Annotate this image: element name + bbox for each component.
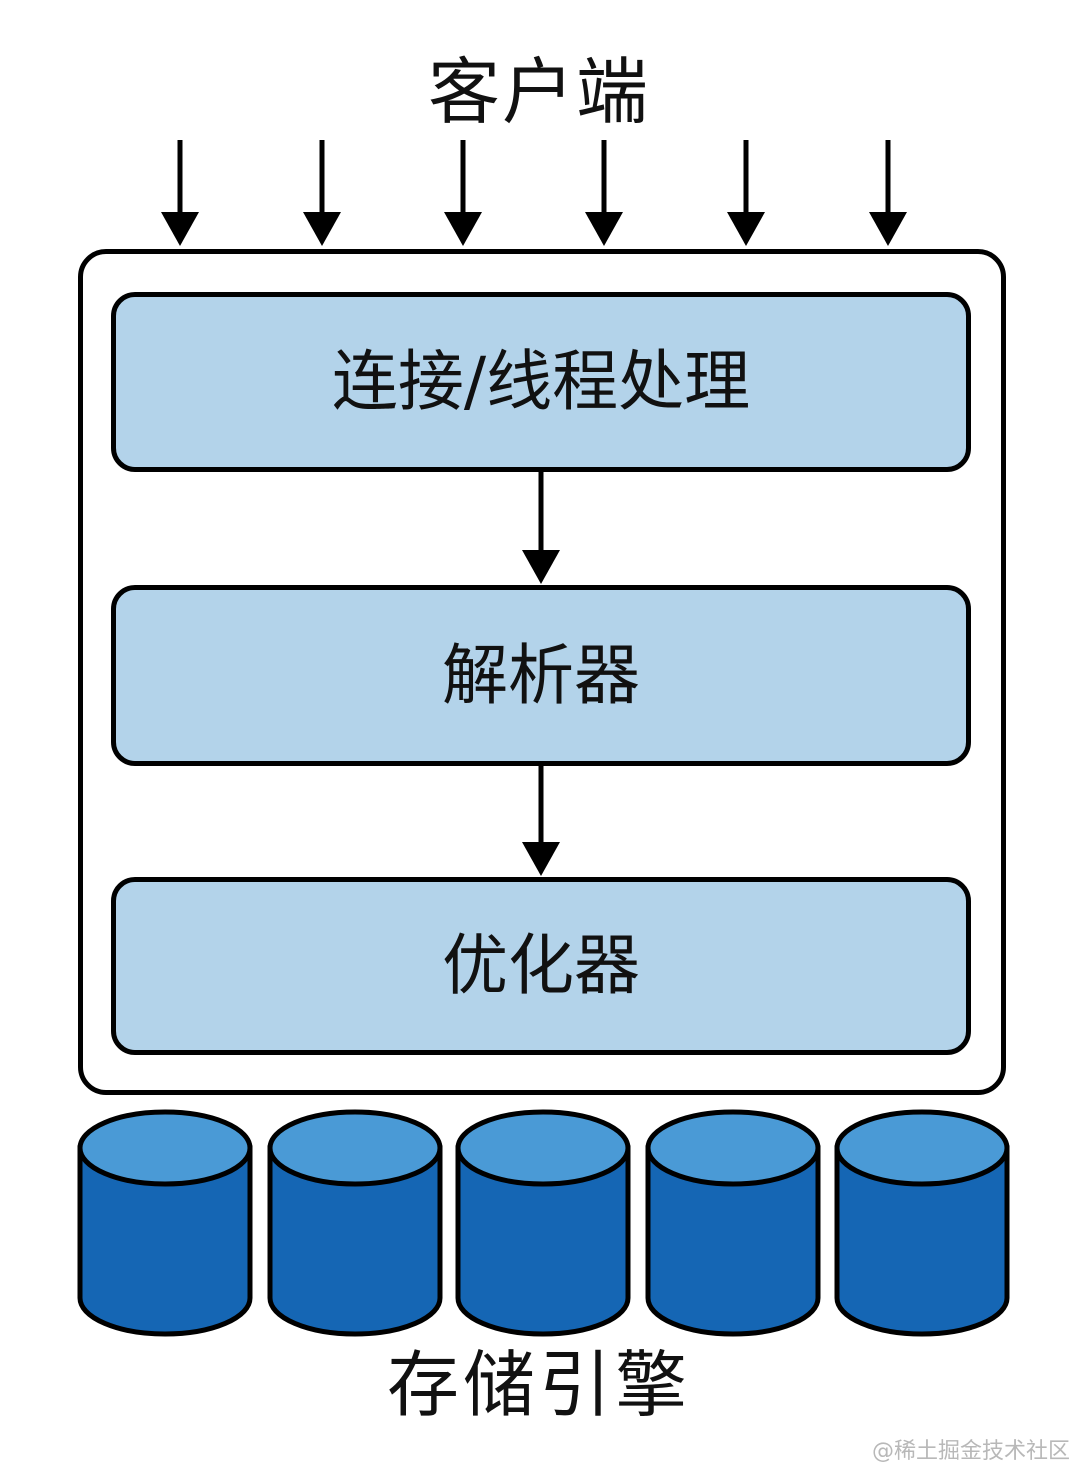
client-arrow xyxy=(585,140,623,246)
storage-engine-cylinder xyxy=(267,1109,443,1337)
stage-optimizer: 优化器 xyxy=(111,877,971,1055)
storage-engine-cylinder xyxy=(77,1109,253,1337)
storage-engine-cylinder xyxy=(455,1109,631,1337)
client-arrow xyxy=(161,140,199,246)
stage-label: 解析器 xyxy=(442,636,640,714)
stage-parser: 解析器 xyxy=(111,585,971,766)
stage-connection-thread: 连接/线程处理 xyxy=(111,292,971,472)
client-arrow xyxy=(303,140,341,246)
client-arrow xyxy=(869,140,907,246)
watermark: @稀土掘金技术社区 xyxy=(871,1439,1070,1464)
client-arrow xyxy=(444,140,482,246)
storage-engine-cylinder xyxy=(834,1109,1010,1337)
storage-engine-cylinder xyxy=(645,1109,821,1337)
client-label: 客户端 xyxy=(427,50,650,134)
stage-label: 优化器 xyxy=(442,927,640,1004)
client-arrow xyxy=(727,140,765,246)
storage-engine-label: 存储引擎 xyxy=(386,1343,691,1427)
stage-label: 连接/线程处理 xyxy=(331,343,751,420)
